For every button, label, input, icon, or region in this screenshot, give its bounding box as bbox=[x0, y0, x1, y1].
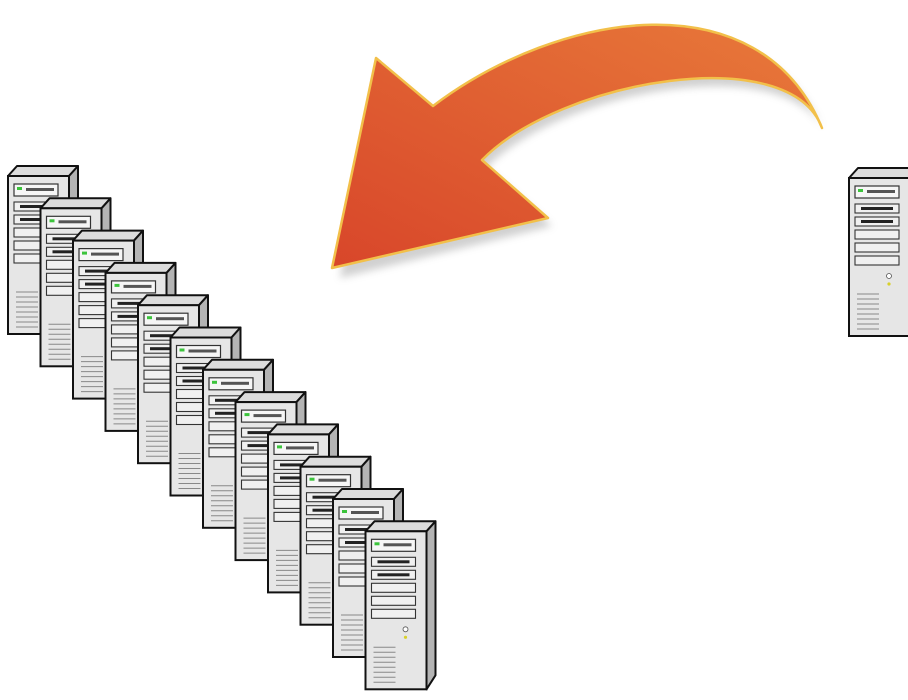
standalone-server-icon bbox=[848, 167, 908, 337]
server-tower-icon bbox=[848, 167, 908, 337]
curved-arrow-icon bbox=[330, 23, 826, 278]
server-tower-icon bbox=[364, 520, 437, 691]
